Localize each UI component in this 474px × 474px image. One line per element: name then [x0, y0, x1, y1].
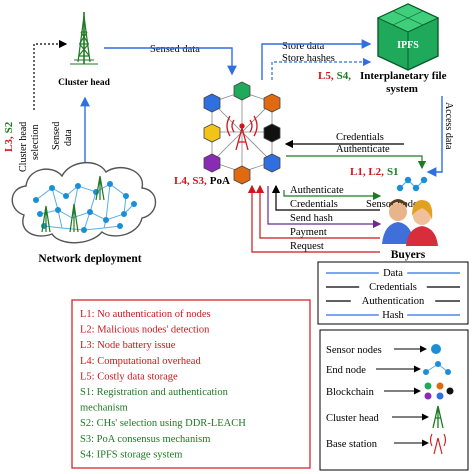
limitation-item: L1: No authentication of nodes — [80, 309, 211, 320]
limitation-item: L4: Computational overhead — [80, 356, 201, 367]
sensed-data-arrow — [104, 47, 237, 76]
arrow-legend-label: Hash — [382, 310, 404, 321]
limitation-item: L2: Malicious nodes' detection — [80, 325, 210, 336]
cluster-head-tower-icon — [70, 12, 98, 65]
authenticate-upper-arrow — [286, 155, 427, 170]
legend-sensor-nodes-label: Sensor nodes — [326, 345, 382, 356]
buyers-people-icon — [382, 199, 438, 246]
store-data-label: Store data — [282, 41, 325, 52]
ipfs-title-2: system — [386, 83, 418, 95]
arrow-legend-label: Credentials — [369, 282, 417, 293]
l5-s4-label: L5,S4, — [318, 70, 351, 82]
limitation-item: S3: PoA consensus mechanism — [80, 434, 210, 445]
store-hashes-arrow — [271, 57, 372, 80]
access-data-label: Access data — [443, 102, 454, 150]
arrow-legend-label: Data — [383, 268, 403, 279]
store-data-arrow — [261, 39, 372, 80]
credentials-upper-label: Credentials — [336, 132, 384, 143]
legend-sensor-node-icon — [431, 344, 441, 354]
selection-dotted-arrow — [33, 39, 68, 110]
credentials-lower-label: Credentials — [290, 199, 338, 210]
legend-end-node-label: End node — [326, 365, 366, 376]
request-arrow — [247, 184, 380, 253]
limitation-item: S2: CHs' selection using DDR-LEACH — [80, 418, 246, 429]
blockchain-hexagon-cluster-icon — [203, 81, 281, 185]
cluster-head-selection-label-2: selection — [30, 124, 41, 160]
send-hash-label: Send hash — [290, 213, 334, 224]
l3-label: L3,S2 — [3, 121, 15, 152]
limitation-item: S4: IPFS storage system — [80, 449, 182, 460]
legend-base-station-label: Base station — [326, 439, 378, 450]
limitations-box — [71, 299, 311, 469]
legend-blockchain-label: Blockchain — [326, 387, 375, 398]
send-hash-arrow — [267, 186, 382, 229]
credentials-lower-arrow — [271, 184, 380, 211]
store-hashes-label: Store hashes — [282, 53, 335, 64]
sensed-data-label: Sensed data — [150, 44, 200, 55]
sensed-data-vertical-label-2: data — [63, 129, 74, 146]
payment-arrow — [255, 184, 380, 239]
ipfs-label: IPFS — [397, 40, 419, 51]
arrow-legend-label: Authentication — [362, 296, 425, 307]
legend-cluster-head-icon — [432, 405, 444, 429]
l4-s3-poa-label: L4, S3,PoA — [174, 175, 230, 187]
ipfs-title: Interplanetary file — [360, 70, 447, 82]
base-station-antenna-icon — [226, 115, 258, 151]
limitation-item: L5: Costly data storage — [80, 371, 178, 382]
authenticate-upper-label: Authenticate — [336, 144, 390, 155]
network-cloud — [11, 162, 157, 244]
payment-label: Payment — [290, 227, 327, 238]
access-data-arrow — [426, 96, 443, 177]
l1-l2-s1-label: L1, L2,S1 — [350, 166, 399, 178]
symbol-legend-box — [319, 329, 469, 471]
request-label: Request — [290, 241, 324, 252]
limitation-item: L3: Node battery issue — [80, 340, 176, 351]
network-deployment-label: Network deployment — [38, 253, 141, 265]
legend-blockchain-icon — [424, 382, 454, 400]
ipfs-cube-icon — [376, 3, 440, 71]
cluster-head-label: Cluster head — [58, 78, 111, 88]
sensed-data-vertical-label: Sensed — [51, 122, 62, 150]
limitation-item: S1: Registration and authentication — [80, 387, 229, 398]
limitation-item: mechanism — [80, 403, 128, 414]
legend-cluster-head-label: Cluster head — [326, 413, 380, 424]
authenticate-lower-label: Authenticate — [290, 185, 344, 196]
sensor-nodes-icon — [396, 176, 428, 192]
authenticate-lower-arrow — [283, 190, 382, 201]
buyers-label: Buyers — [391, 249, 426, 261]
cluster-head-selection-label: Cluster head — [18, 122, 29, 172]
legend-end-node-icon — [423, 361, 451, 375]
legend-base-station-icon — [429, 433, 447, 455]
